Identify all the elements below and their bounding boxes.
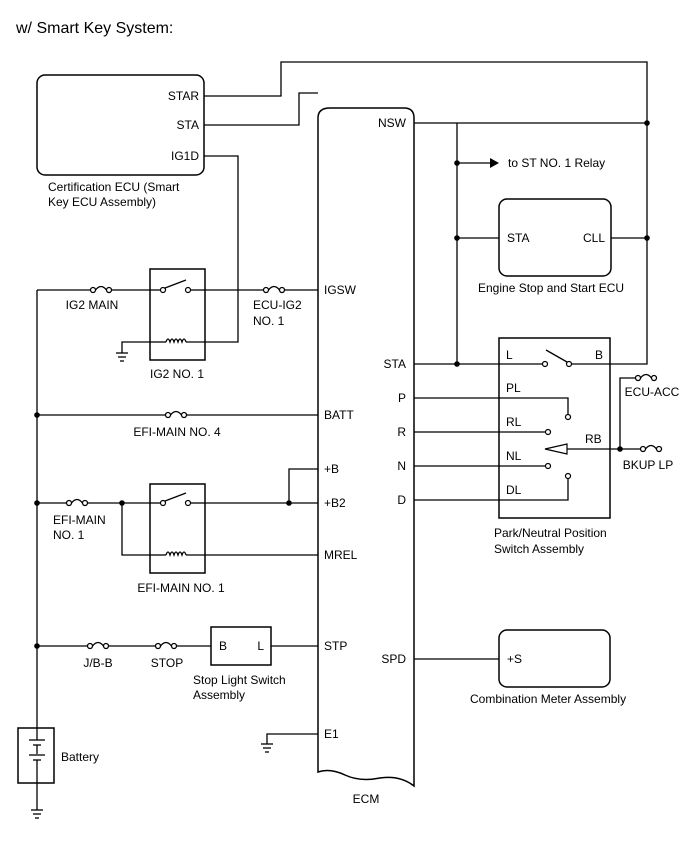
pin-ig1d: IG1D [171,149,199,163]
battery-name: Battery [61,750,99,764]
engine-ecu-name: Engine Stop and Start ECU [478,281,624,295]
combination-meter: +S Combination Meter Assembly [470,629,626,706]
ecm-pin-batt: BATT [324,408,354,422]
fuse-efi-main1 [65,498,89,508]
ig2-relay-name: IG2 NO. 1 [150,367,204,381]
ecm: NSW IGSW STA P BATT R +B N +B2 D MREL ST… [317,107,415,806]
sls-name-2: Assembly [193,688,245,702]
engine-pin-sta: STA [507,231,529,245]
pin-star: STAR [168,89,199,103]
ecm-pin-r: R [397,425,406,439]
ecm-pin-n: N [397,459,406,473]
fuse-bkup-lp-label: BKUP LP [623,458,673,472]
fuse-jbb-label: J/B-B [83,656,112,670]
fuse-ig2-main-label: IG2 MAIN [66,298,119,312]
ig2-relay: IG2 NO. 1 [149,268,206,381]
sls-name-1: Stop Light Switch [193,673,286,687]
fuse-bkup-lp [639,444,663,454]
ecm-pin-d: D [397,493,406,507]
sls-pin-b: B [219,639,227,653]
fuse-ecu-ig2-label-1: ECU-IG2 [253,298,302,312]
diagram-title: w/ Smart Key System: [15,20,173,37]
pnp-pin-l: L [506,348,513,362]
fuse-ecu-acc-label: ECU-ACC [625,385,680,399]
pnp-pin-pl: PL [506,381,521,395]
efi-main-relay: EFI-MAIN NO. 1 [137,483,225,595]
battery: Battery [17,727,99,819]
st-relay-label: to ST NO. 1 Relay [508,156,605,170]
ecm-pin-spd: SPD [381,652,406,666]
cert-ecu-name-1: Certification ECU (Smart [48,180,180,194]
ecm-pin-plus-b: +B [324,462,339,476]
wire-ig2-ground [121,341,150,353]
junction-dots [34,120,650,649]
ecm-name: ECM [353,792,380,806]
pnp-name-1: Park/Neutral Position [494,526,607,540]
wire-plus-b [288,468,318,503]
pnp-pin-nl: NL [506,449,522,463]
certification-ecu: STAR STA IG1D Certification ECU (Smart K… [36,74,205,209]
pnp-pin-dl: DL [506,483,522,497]
wire-star [204,61,648,365]
pnp-pin-rl: RL [506,415,522,429]
pnp-pin-rb: RB [585,432,602,446]
cert-ecu-name-2: Key ECU Assembly) [48,195,156,209]
ecm-pin-mrel: MREL [324,548,358,562]
fuse-ecu-ig2-label-2: NO. 1 [253,314,285,328]
meter-name: Combination Meter Assembly [470,692,626,706]
park-neutral-switch: L B PL RL RB NL DL Park/Neutral Position… [494,337,611,556]
wire-ecu-acc [619,377,635,449]
wire-e1 [266,733,318,744]
fuse-ecu-acc [634,373,658,383]
fuse-stop [154,641,178,651]
ecm-pin-igsw: IGSW [324,283,357,297]
pnp-pin-b: B [595,348,603,362]
ecm-pin-sta: STA [384,357,406,371]
stop-light-switch: B L Stop Light Switch Assembly [193,626,286,702]
meter-pin-s: +S [507,652,522,666]
fuse-jbb [86,641,110,651]
engine-pin-cll: CLL [583,231,605,245]
fuse-efi-main1-label-1: EFI-MAIN [53,513,106,527]
fuse-efi-main4 [164,410,188,420]
ecm-pin-stp: STP [324,639,347,653]
wire-ig1d [204,155,239,343]
efi-relay-name: EFI-MAIN NO. 1 [137,581,225,595]
fuse-stop-label: STOP [151,656,183,670]
fuses: IG2 MAIN ECU-IG2 NO. 1 EFI-MAIN NO. 4 EF… [53,285,680,670]
ecm-pin-p: P [398,391,406,405]
wire-cert-sta [204,92,318,126]
fuse-efi-main4-label: EFI-MAIN NO. 4 [133,425,221,439]
fuse-efi-main1-label-2: NO. 1 [53,528,85,542]
ecm-pin-e1: E1 [324,727,339,741]
pin-sta: STA [177,118,199,132]
ecm-pin-plus-b2: +B2 [324,496,346,510]
arrow-icon [490,158,499,168]
fuse-ig2-main [89,285,113,295]
wire-efi-coil [121,503,150,556]
pnp-name-2: Switch Assembly [494,542,584,556]
fuse-ecu-ig2 [262,285,286,295]
engine-stop-start-ecu: STA CLL Engine Stop and Start ECU [478,198,624,295]
sls-pin-l: L [257,639,264,653]
ecm-pin-nsw: NSW [378,116,407,130]
